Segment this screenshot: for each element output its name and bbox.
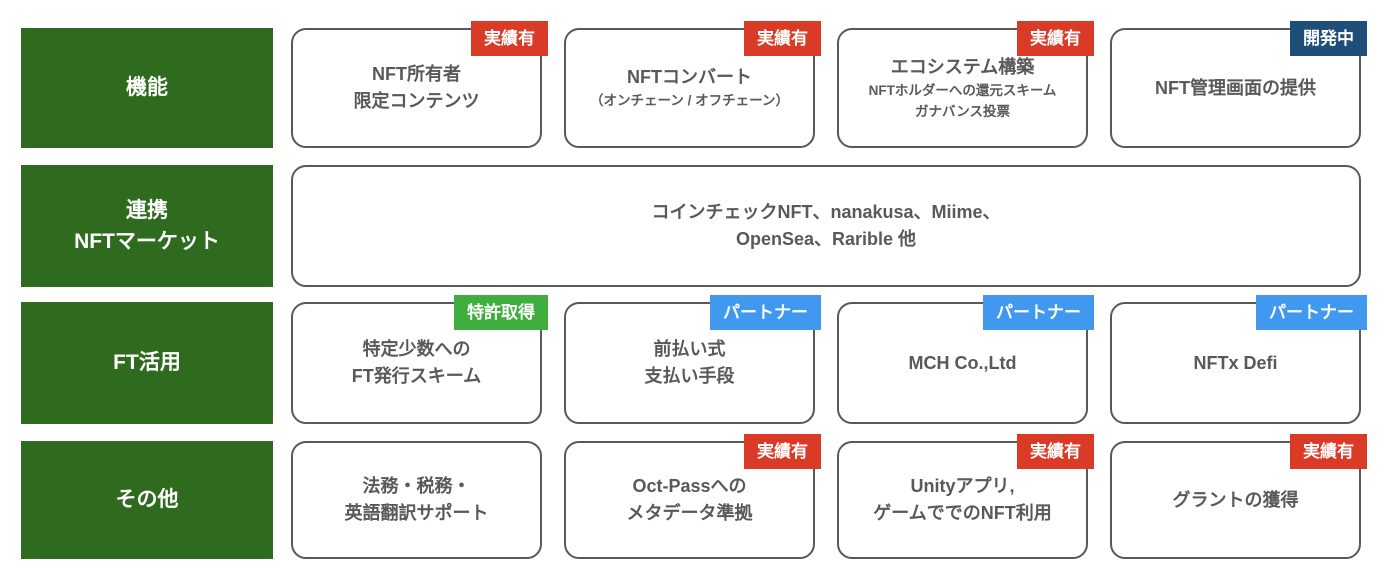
status-badge: 実績有 (1290, 434, 1367, 469)
card-line: 前払い式 (653, 339, 726, 359)
row-ft-usage-cards: 特許取得 特定少数への FT発行スキーム パートナー 前払い式 支払い手段 パー… (291, 295, 1367, 424)
row-header-features: 機能 (21, 28, 273, 148)
card-line: Oct-Passへの (632, 476, 747, 496)
card-line: NFTコンバート (627, 67, 752, 88)
card-line: ゲームででのNFT利用 (873, 503, 1052, 523)
card-line: FT発行スキーム (351, 366, 482, 386)
card-line: 支払い手段 (644, 366, 735, 386)
row-header-label: その他 (115, 488, 179, 512)
card-nftx-defi: パートナー NFTx Defi (1110, 295, 1367, 424)
row-others: その他 法務・税務・ 英語翻訳サポート 実績有 Oct-Passへの メタデータ… (21, 434, 1367, 559)
row-header-nft-markets: 連携 NFTマーケット (21, 165, 273, 287)
card-ft-issue-scheme: 特許取得 特定少数への FT発行スキーム (291, 295, 548, 424)
card-line: 法務・税務・ (362, 476, 471, 496)
card-line: グラントの獲得 (1172, 489, 1299, 510)
card-line: コインチェックNFT、nanakusa、Miime、 (651, 202, 1001, 222)
status-badge: パートナー (710, 295, 821, 330)
status-badge: パートナー (1256, 295, 1367, 330)
row-nft-markets-cards: コインチェックNFT、nanakusa、Miime、 OpenSea、Rarib… (291, 165, 1361, 287)
card-line: エコシステム構築 (890, 56, 1035, 77)
row-header-label: 連携 (126, 198, 168, 222)
status-badge: 実績有 (1017, 434, 1094, 469)
card-legal-support: 法務・税務・ 英語翻訳サポート (291, 441, 542, 559)
card-nft-owner-content: 実績有 NFT所有者 限定コンテンツ (291, 21, 548, 148)
row-header-label: FT活用 (113, 351, 181, 375)
row-ft-usage: FT活用 特許取得 特定少数への FT発行スキーム パートナー 前払い式 支払い… (21, 295, 1367, 424)
card-grant: 実績有 グラントの獲得 (1110, 434, 1367, 559)
row-header-others: その他 (21, 441, 273, 559)
card-subline: （オンチェーン / オフチェーン） (590, 93, 789, 109)
card-oct-pass: 実績有 Oct-Passへの メタデータ準拠 (564, 434, 821, 559)
status-badge: 特許取得 (454, 295, 548, 330)
card-line: NFT管理画面の提供 (1155, 77, 1316, 98)
status-badge: 実績有 (471, 21, 548, 56)
card-line: メタデータ準拠 (626, 503, 753, 523)
card-line: Unityアプリ, (910, 476, 1015, 496)
row-features-cards: 実績有 NFT所有者 限定コンテンツ 実績有 NFTコンバート （オンチェーン … (291, 21, 1367, 148)
card-nft-convert: 実績有 NFTコンバート （オンチェーン / オフチェーン） (564, 21, 821, 148)
card-subline: ガナバンス投票 (915, 103, 1010, 119)
row-header-ft-usage: FT活用 (21, 302, 273, 424)
card-prepaid-payment: パートナー 前払い式 支払い手段 (564, 295, 821, 424)
row-header-label: NFTマーケット (74, 230, 220, 253)
card-line: 特定少数への (362, 339, 471, 359)
card-mch: パートナー MCH Co.,Ltd (837, 295, 1094, 424)
card-line: NFTx Defi (1193, 352, 1278, 373)
card-ecosystem: 実績有 エコシステム構築 NFTホルダーへの還元スキーム ガナバンス投票 (837, 21, 1094, 148)
card-nft-admin-screen: 開発中 NFT管理画面の提供 (1110, 21, 1367, 148)
row-nft-markets: 連携 NFTマーケット コインチェックNFT、nanakusa、Miime、 O… (21, 165, 1361, 287)
card-line: 限定コンテンツ (353, 91, 480, 111)
card-line: 英語翻訳サポート (344, 503, 489, 523)
status-badge: 開発中 (1290, 21, 1367, 56)
row-features: 機能 実績有 NFT所有者 限定コンテンツ 実績有 NFTコンバート （オンチェ… (21, 21, 1367, 148)
row-others-cards: 法務・税務・ 英語翻訳サポート 実績有 Oct-Passへの メタデータ準拠 実… (291, 434, 1367, 559)
card-market-list: コインチェックNFT、nanakusa、Miime、 OpenSea、Rarib… (291, 165, 1361, 287)
status-badge: 実績有 (744, 21, 821, 56)
card-line: MCH Co.,Ltd (908, 352, 1017, 373)
status-badge: 実績有 (744, 434, 821, 469)
card-line: OpenSea、Rarible 他 (735, 229, 917, 249)
status-badge: 実績有 (1017, 21, 1094, 56)
row-header-label: 機能 (126, 76, 168, 100)
card-unity-nft: 実績有 Unityアプリ, ゲームででのNFT利用 (837, 434, 1094, 559)
card-line: NFT所有者 (372, 64, 461, 84)
card-subline: NFTホルダーへの還元スキーム (868, 82, 1057, 98)
status-badge: パートナー (983, 295, 1094, 330)
